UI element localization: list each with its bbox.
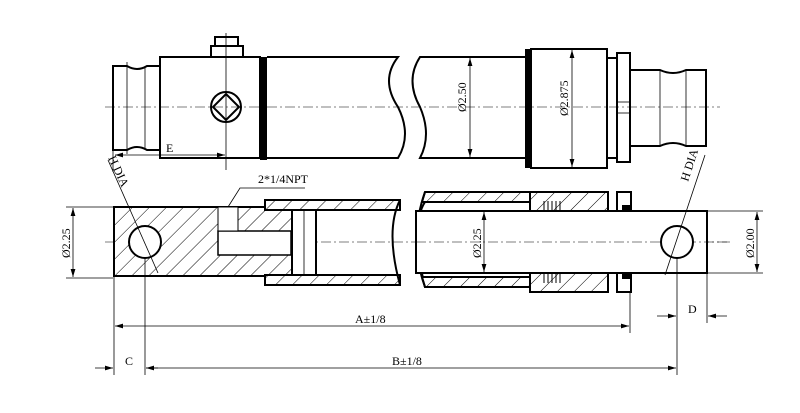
b-dimension: B±1/8 (392, 354, 422, 368)
pin-hole-left (128, 225, 162, 259)
port-icon (210, 91, 242, 123)
bore-dimension: Ø2.50 (455, 82, 469, 112)
pin-hole-right (660, 225, 694, 259)
c-dimension: C (125, 354, 133, 368)
gland-section-bottom (529, 272, 609, 293)
d-dimension: D (688, 302, 697, 316)
h-dia-left-label: H DIA (105, 153, 132, 189)
tube-left (267, 56, 406, 159)
top-view: Ø2.50 Ø2.875 E (105, 33, 720, 172)
clevis-end-left (112, 65, 161, 151)
section-view: 2*1/4NPT H DIA H DIA Ø2.25 Ø2.25 Ø2.00 A… (59, 147, 763, 375)
gland-dimension: Ø2.875 (557, 80, 571, 116)
tube-right (411, 56, 525, 159)
cap-block (159, 56, 261, 159)
rod-end-top (629, 69, 707, 147)
clevis-diameter-dimension: Ø2.25 (59, 228, 73, 258)
gland-section-top (529, 191, 609, 212)
a-dimension: A±1/8 (355, 312, 386, 326)
gland-nut (616, 52, 631, 163)
port-label: 2*1/4NPT (258, 172, 309, 186)
tube-diameter-dimension: Ø2.25 (470, 228, 484, 258)
rod-end-diameter-dimension: Ø2.00 (743, 228, 757, 258)
port-boss (210, 45, 244, 58)
e-dimension: E (166, 141, 173, 155)
